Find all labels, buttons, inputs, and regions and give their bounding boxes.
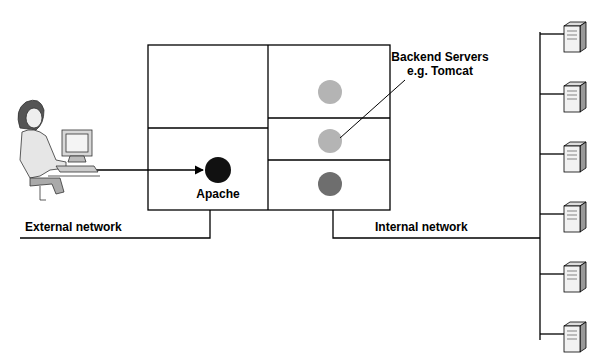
host-box — [148, 45, 390, 210]
internal-bus — [539, 32, 540, 340]
apache-server: Apache — [194, 157, 241, 201]
request-arrow — [95, 169, 203, 170]
server-icons — [540, 22, 586, 352]
network-label: External network — [25, 220, 122, 234]
internal-network-line — [333, 210, 540, 238]
callout-label: Backend Servers e.g. Tomcat — [386, 50, 494, 78]
server-label: Apache — [194, 187, 241, 201]
external-network-line — [20, 210, 210, 238]
leader-line — [340, 80, 405, 138]
user-illustration — [18, 100, 100, 200]
server-circle — [205, 157, 231, 183]
network-label: Internal network — [375, 220, 468, 234]
backend-server-circles — [318, 80, 342, 196]
